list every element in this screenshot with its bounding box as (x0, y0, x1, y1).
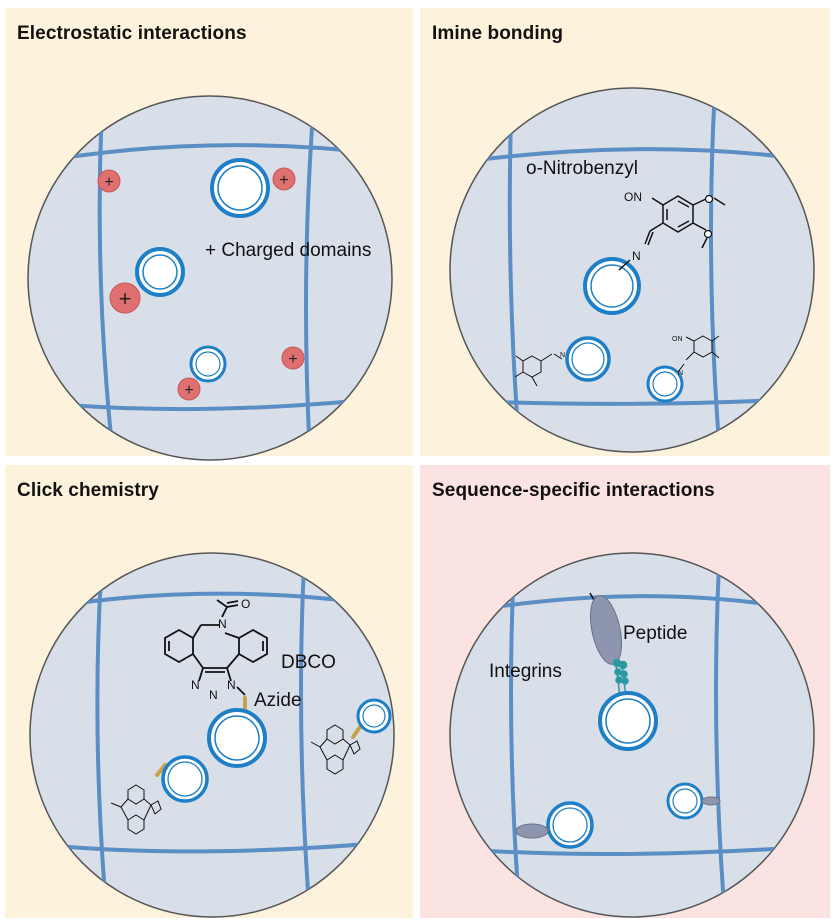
chem-n: N (632, 249, 641, 263)
panel-click: Click chemistry (5, 465, 413, 918)
nanoparticle (565, 257, 684, 403)
charge-plus: + (288, 351, 297, 368)
panel-title: Click chemistry (17, 480, 159, 501)
nanoparticle (135, 158, 270, 383)
nanoparticle (546, 691, 704, 849)
panel-title: Electrostatic interactions (17, 23, 247, 44)
charge-plus: + (279, 172, 288, 189)
label-charged-domains: + Charged domains (205, 240, 371, 261)
dbco-structure (110, 784, 162, 835)
chem-n: N (218, 617, 227, 631)
nitrobenzyl-structure (677, 335, 720, 373)
nitrobenzyl-structure (514, 353, 563, 387)
label-integrins: Integrins (489, 661, 562, 682)
electrostatic-diagram: + + + + + + Charged domains (27, 95, 393, 461)
chem-o: O (241, 597, 250, 611)
dbco-structure (310, 724, 361, 775)
panel-sequence: Sequence-specific interactions Peptide I (420, 465, 830, 918)
panel-imine: Imine bonding o-Nitrobenzyl (420, 8, 830, 456)
chem-n: N (560, 352, 565, 359)
matrix-circle (27, 95, 393, 461)
integrin-receptor (515, 823, 549, 839)
label-o-nitrobenzyl: o-Nitrobenzyl (526, 158, 638, 179)
click-diagram: N O N N N DBCO Azide (29, 552, 395, 918)
oxygen-atom (703, 229, 713, 239)
chem-n: N (191, 678, 200, 692)
label-peptide: Peptide (623, 623, 687, 644)
chem-no: ON (672, 336, 683, 343)
charge-plus: + (119, 286, 132, 311)
charge-symbols: + + + + + (104, 172, 297, 399)
charge-plus: + (184, 382, 193, 399)
oxygen-atom (704, 194, 714, 204)
peptide-linker (612, 658, 629, 698)
charge-marker (97, 167, 305, 401)
integrin-receptor (701, 796, 721, 806)
azide-linker (155, 696, 362, 777)
label-dbco: DBCO (281, 652, 336, 673)
chem-n: N (209, 688, 218, 702)
sequence-diagram: Peptide Integrins (449, 552, 815, 918)
panel-title: Imine bonding (432, 23, 564, 44)
nanoparticle (161, 698, 392, 803)
chem-no: ON (624, 190, 642, 204)
chem-n: N (227, 678, 236, 692)
dbco-structure (164, 599, 268, 696)
imine-diagram: o-Nitrobenzyl ON N N (449, 87, 815, 453)
label-azide: Azide (254, 690, 302, 711)
panel-title: Sequence-specific interactions (432, 480, 715, 501)
charge-plus: + (104, 174, 113, 191)
panel-electrostatic: Electrostatic interactions + + + + + + C… (5, 8, 413, 461)
chem-n: N (678, 370, 683, 377)
nitrobenzyl-structure (618, 195, 726, 271)
